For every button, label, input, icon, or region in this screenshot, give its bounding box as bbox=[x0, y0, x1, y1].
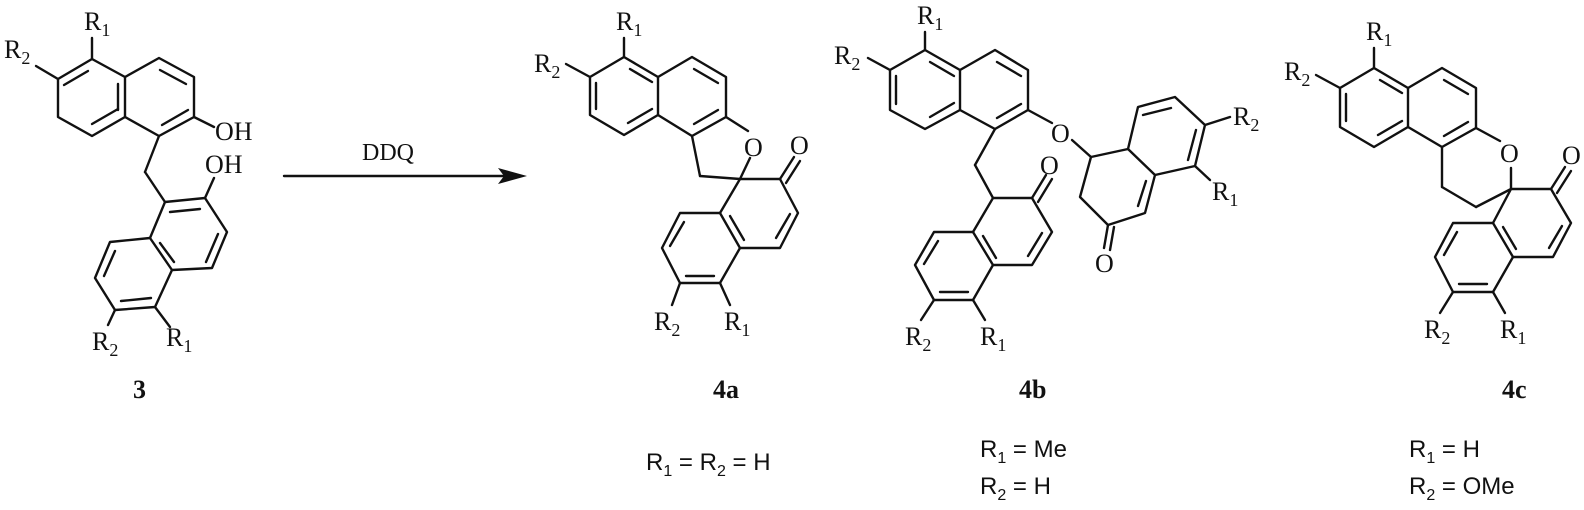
r1-label: R1 bbox=[84, 7, 110, 40]
compound-number-4a: 4a bbox=[713, 375, 739, 404]
enone-oxygen-label: O bbox=[1095, 249, 1114, 278]
substituent-4b-line1: R1 = Me bbox=[980, 436, 1067, 467]
r1-label-lower: R1 bbox=[1500, 315, 1526, 348]
r2-label: R2 bbox=[534, 49, 560, 82]
ether-oxygen-label: O bbox=[1500, 139, 1519, 168]
r2-label-lower: R2 bbox=[92, 327, 118, 360]
substituent-4b-line2: R2 = H bbox=[980, 473, 1051, 504]
compound-number-4b: 4b bbox=[1019, 375, 1046, 404]
carbonyl-oxygen-label: O bbox=[790, 131, 809, 160]
hydroxyl-label-upper: OH bbox=[215, 117, 253, 146]
carbonyl-oxygen-label: O bbox=[1040, 151, 1059, 180]
r2-label-lower: R2 bbox=[1424, 315, 1450, 348]
compound-4c-structure: R1 R2 O O R2 R1 4c bbox=[1284, 17, 1581, 404]
substituents-4a-def: R1 = R2 = H bbox=[646, 449, 771, 480]
compound-number-3: 3 bbox=[133, 375, 146, 404]
r1-label-lower: R1 bbox=[166, 323, 192, 356]
ether-oxygen-label: O bbox=[744, 133, 763, 162]
hydroxyl-label-lower: OH bbox=[205, 150, 243, 179]
r2-label: R2 bbox=[1284, 57, 1310, 90]
compound-4b-structure: R1 R2 O O O R2 R1 R2 R1 4b bbox=[834, 1, 1259, 404]
substituent-4c-line2: R2 = OMe bbox=[1409, 473, 1515, 504]
compound-number-4c: 4c bbox=[1502, 375, 1527, 404]
substituent-4a-line1: R1 = R2 = H bbox=[646, 449, 771, 480]
substituents-4b-def: R1 = Me R2 = H bbox=[980, 436, 1067, 504]
compound-4a-structure: R1 R2 O O R2 R1 4a bbox=[534, 7, 809, 404]
reagent-label: DDQ bbox=[362, 140, 414, 166]
r1-label: R1 bbox=[1366, 17, 1392, 50]
r1-label: R1 bbox=[917, 1, 943, 34]
r1-label: R1 bbox=[616, 7, 642, 40]
r2-label-right: R2 bbox=[1233, 102, 1259, 135]
r1-label-right: R1 bbox=[1212, 177, 1238, 210]
r2-label-lower: R2 bbox=[654, 307, 680, 340]
substituents-4c-def: R1 = H R2 = OMe bbox=[1409, 436, 1515, 504]
ether-oxygen-label: O bbox=[1051, 119, 1070, 148]
compound-3-structure: R1 R2 OH OH R2 R1 3 bbox=[4, 7, 253, 404]
r2-label-lower: R2 bbox=[905, 322, 931, 355]
r1-label-lower: R1 bbox=[980, 322, 1006, 355]
r1-label-lower: R1 bbox=[724, 307, 750, 340]
r2-label: R2 bbox=[834, 41, 860, 74]
reaction-arrow: DDQ bbox=[282, 140, 527, 184]
substituent-4c-line1: R1 = H bbox=[1409, 436, 1480, 467]
carbonyl-oxygen-label: O bbox=[1562, 141, 1581, 170]
r2-label: R2 bbox=[4, 35, 30, 68]
